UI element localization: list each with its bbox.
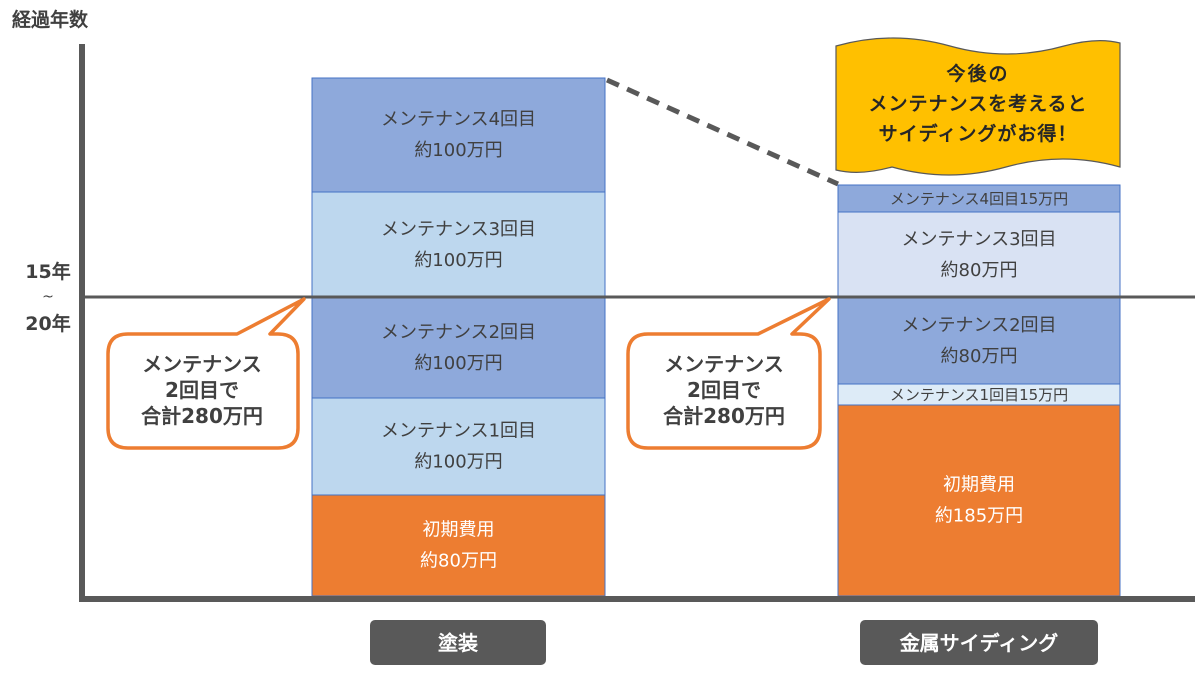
bar-segment-label: メンテナンス4回目15万円 [890,190,1068,208]
category-label-metal-siding: 金属サイディング [860,620,1098,665]
bar-segment-label: 約80万円 [941,346,1018,367]
bar-segment-label: 初期費用 [943,475,1015,496]
callout-text-line3: 合計280万円 [663,404,785,428]
bar-segment-1-2 [837,297,1121,385]
callout-text-line2: 2回目で [687,378,761,402]
bar-segment-label: 初期費用 [423,520,495,541]
bar-segment-label: 約185万円 [935,506,1023,527]
callout-metal-siding: メンテナンス 2回目で 合計280万円 [626,297,831,450]
bar-segment-label: 約100万円 [414,452,502,473]
x-tick-label: 塗装 [438,631,478,655]
bar-segment-label: メンテナンス2回目 [381,322,536,343]
bar-segment-label: 約80万円 [420,551,497,572]
bar-segment-label: 約100万円 [414,250,502,271]
callout-painting: メンテナンス 2回目で 合計280万円 [106,297,306,450]
bar-segment-label: 約80万円 [941,260,1018,281]
banner-text-line3: サイディングがお得！ [879,122,1078,145]
bar-segment-label: 約100万円 [414,353,502,374]
bar-segment-label: メンテナンス3回目 [381,219,536,240]
banner-flag-shape [835,37,1121,176]
bar-segment-label: メンテナンス1回目 [381,421,536,442]
bar-segment-label: メンテナンス4回目 [381,109,536,130]
y-axis-label: 経過年数 [12,8,89,31]
y-marker-label-tilde: ~ [42,289,54,305]
x-tick-label: 金属サイディング [899,631,1059,655]
banner-text-line1: 今後の [945,62,1009,85]
category-label-painting: 塗装 [370,620,546,665]
y-marker-label-top: 15年 [25,260,70,283]
comparison-dashed-line [605,77,840,187]
bar-segment-label: メンテナンス3回目 [901,229,1056,250]
callout-text-line1: メンテナンス [142,352,262,376]
callout-bubble [626,297,831,450]
bar-segment-0-4 [311,77,606,193]
recommendation-banner: 今後の メンテナンスを考えると サイディングがお得！ [835,37,1121,176]
callout-bubble [106,297,306,450]
banner-text-line2: メンテナンスを考えると [868,93,1087,115]
category-label-box [370,620,546,665]
category-label-box [860,620,1098,665]
bar-segment-1-0 [837,404,1121,597]
bar-segment-0-0 [311,494,606,597]
bar-segment-0-3 [311,191,606,299]
callout-text-line1: メンテナンス [664,352,784,376]
bar-segment-0-2 [311,297,606,399]
bar-segment-label: メンテナンス1回目15万円 [890,386,1068,404]
stack-painting: 初期費用約80万円メンテナンス1回目約100万円メンテナンス2回目約100万円メ… [311,77,606,597]
bar-segment-label: 約100万円 [414,140,502,161]
y-marker-label-bottom: 20年 [25,312,70,335]
bar-segment-1-4 [837,184,1121,213]
callout-text-line3: 合計280万円 [141,404,263,428]
bar-segment-label: メンテナンス2回目 [901,315,1056,336]
bar-segment-1-3 [837,211,1121,299]
bar-segment-0-1 [311,397,606,496]
callout-text-line2: 2回目で [165,378,239,402]
